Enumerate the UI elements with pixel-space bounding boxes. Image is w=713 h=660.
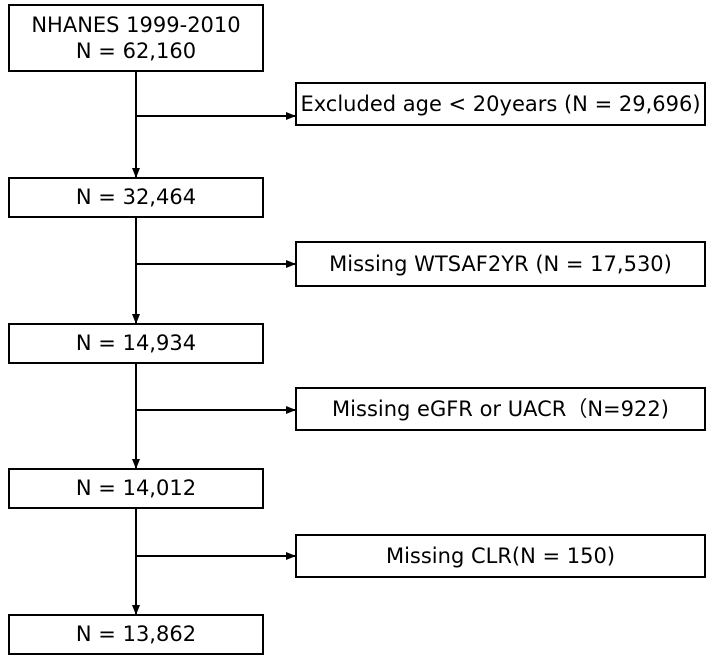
- exclusion-box-age: Excluded age < 20years (N = 29,696): [295, 82, 706, 126]
- step-count: N = 62,160: [75, 39, 197, 63]
- step-box-2: N = 32,464: [8, 177, 264, 218]
- exclusion-box-weight: Missing WTSAF2YR (N = 17,530): [295, 241, 706, 287]
- step-box-final: N = 13,862: [8, 614, 264, 655]
- exclusion-label: Missing CLR(N = 150): [385, 543, 616, 568]
- exclusion-box-clr: Missing CLR(N = 150): [295, 534, 706, 578]
- step-count: N = 32,464: [75, 185, 197, 210]
- exclusion-label: Excluded age < 20years (N = 29,696): [300, 91, 701, 116]
- step-title: NHANES 1999-2010: [31, 12, 241, 37]
- exclusion-box-egfr-uacr: Missing eGFR or UACR（N=922): [295, 387, 706, 431]
- exclusion-label: Missing WTSAF2YR (N = 17,530): [329, 251, 672, 276]
- step-box-4: N = 14,012: [8, 468, 264, 509]
- exclusion-label: Missing eGFR or UACR（N=922): [332, 396, 669, 421]
- step-count: N = 13,862: [75, 622, 197, 647]
- step-box-nhanes: NHANES 1999-2010 N = 62,160: [8, 4, 264, 72]
- step-count: N = 14,934: [75, 331, 197, 356]
- step-count: N = 14,012: [75, 476, 197, 501]
- step-box-3: N = 14,934: [8, 323, 264, 364]
